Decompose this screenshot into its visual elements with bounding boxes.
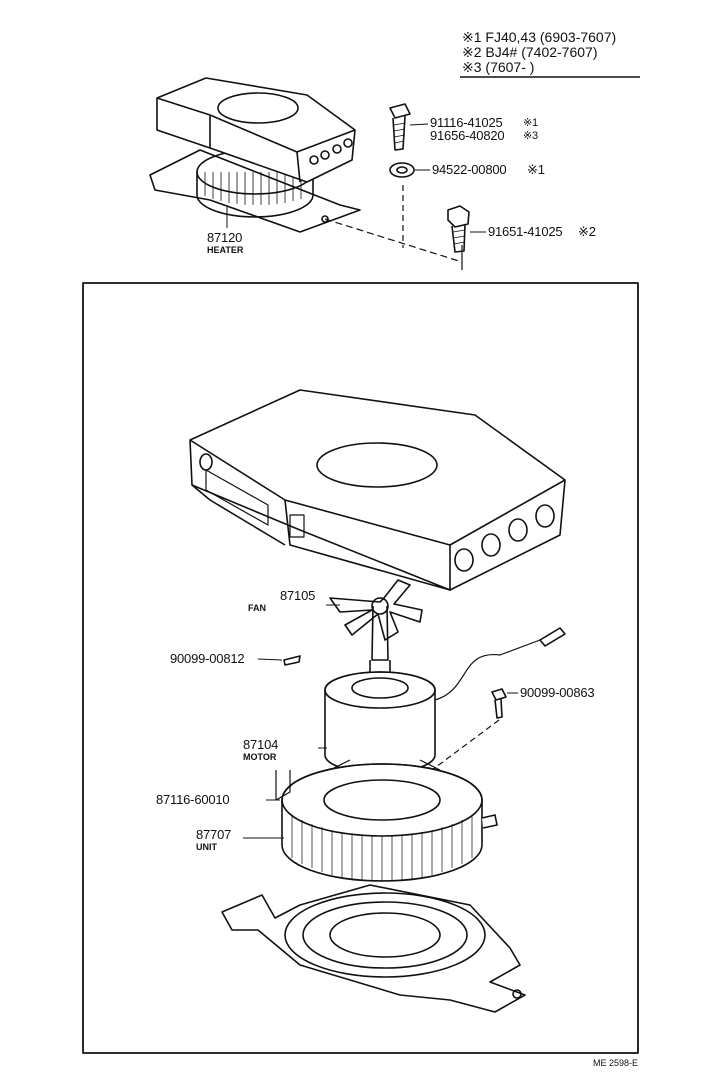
bolt2-note: ※3	[523, 130, 538, 142]
large-housing	[189, 389, 566, 591]
legend-line-1: ※1 FJ40,43 (6903-7607)	[462, 29, 617, 45]
motor-part-name: MOTOR	[243, 752, 277, 762]
screw1-part-number: 90099-00812	[170, 651, 245, 666]
bracket-87116	[275, 770, 291, 801]
unit-part-number: 87707	[196, 827, 232, 842]
fan-part-number: 87105	[280, 588, 316, 603]
alignment-dash-heater	[324, 218, 463, 263]
washer-note: ※1	[527, 162, 545, 177]
housing-vent-circle	[316, 442, 438, 488]
fan-part-name: FAN	[248, 603, 266, 613]
bolt3-part-number: 91651-41025	[488, 224, 563, 239]
heater-assembly-small	[149, 77, 361, 233]
small-mount-hole	[321, 215, 329, 223]
bolt1-part-number: 91116-41025	[430, 115, 503, 130]
drawing-code: ME 2598-E	[593, 1058, 639, 1068]
bolt-91651	[447, 205, 486, 253]
motor-body	[318, 627, 566, 774]
heater-unit-coil	[243, 763, 498, 882]
screw-90099-00812	[257, 655, 301, 666]
detail-frame	[82, 282, 639, 1054]
housing-duct-opening	[205, 469, 269, 526]
wire-connector	[539, 627, 566, 647]
heater-part-name: HEATER	[207, 245, 244, 255]
bolt1-note: ※1	[523, 117, 538, 129]
screw2-part-number: 90099-00863	[520, 685, 595, 700]
bracket-part-number: 87116-60010	[156, 792, 230, 807]
small-housing-vent	[217, 92, 299, 124]
fan-blade	[326, 579, 423, 661]
motor-part-number: 87104	[243, 737, 279, 752]
motor-wire	[434, 639, 541, 701]
unit-part-name: UNIT	[196, 842, 217, 852]
screw-90099-00863	[431, 688, 518, 771]
bolt3-note: ※2	[578, 224, 596, 239]
heater-part-number: 87120	[207, 230, 243, 245]
bolt2-part-number: 91656-40820	[430, 128, 505, 143]
legend-line-2: ※2 BJ4# (7402-7607)	[462, 44, 598, 60]
large-base-plate	[221, 884, 526, 1013]
bolt-91116	[389, 103, 429, 151]
legend-line-3: ※3 (7607- )	[462, 59, 535, 75]
washer-94522	[389, 162, 430, 178]
small-housing	[156, 77, 356, 183]
washer-part-number: 94522-00800	[432, 162, 507, 177]
